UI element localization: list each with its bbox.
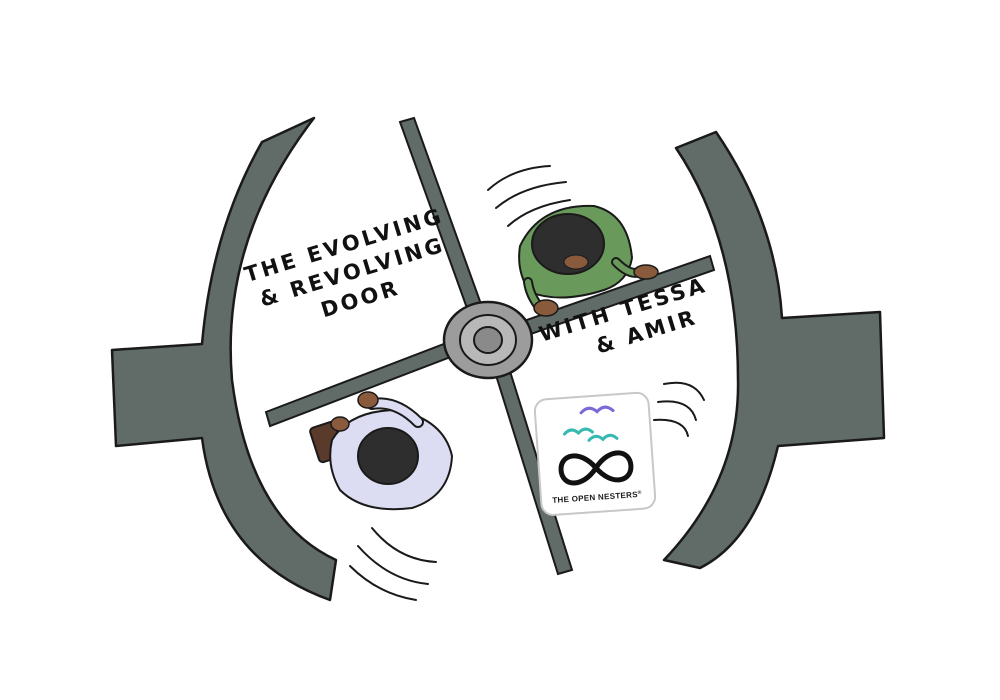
left-wall-bracket [110, 116, 338, 602]
right-wall-bracket [662, 130, 886, 570]
person-blue-shirt [309, 391, 454, 511]
door-hub [442, 300, 534, 380]
open-nesters-logo: THE OPEN NESTERS® [533, 391, 657, 516]
person-green-shirt [518, 204, 659, 317]
title-text-block: THE EVOLVING & REVOLVING DOOR [242, 204, 448, 323]
infinity-with-birds-icon [558, 405, 634, 486]
motion-lines [349, 165, 705, 601]
